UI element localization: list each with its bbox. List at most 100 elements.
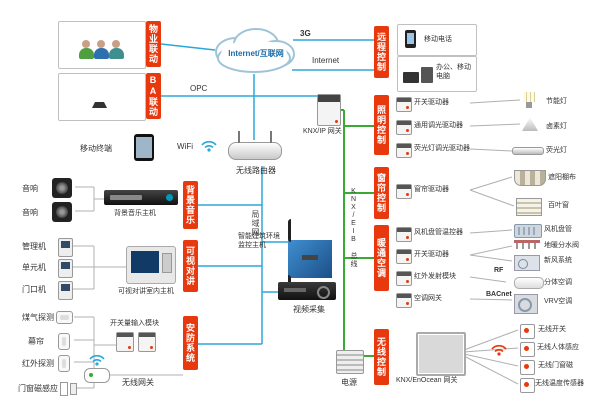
section-label-property: 物业联动 xyxy=(146,21,161,67)
speaker-icon xyxy=(52,202,72,222)
fresh-air-label: 新风系统 xyxy=(544,257,572,264)
office-computer-label: 办公、移动电脑 xyxy=(436,64,471,81)
awning-label: 遮阳棚布 xyxy=(548,174,576,181)
section-label-hvac: 暖通空调 xyxy=(374,225,389,291)
gas-detector-label: 煤气探测 xyxy=(22,313,54,322)
internet-cloud-icon xyxy=(215,28,295,73)
speaker1-label: 音响 xyxy=(22,184,38,193)
video-capture-icon xyxy=(278,282,336,300)
wifi-icon xyxy=(201,140,217,152)
shade-detector-label: 幕帘 xyxy=(28,337,44,346)
office-computer-icon xyxy=(403,65,433,83)
intercom-host-label: 可视对讲室内主机 xyxy=(118,288,174,295)
remote-pc-box: 办公、移动电脑 xyxy=(397,56,477,92)
fan-coil-label: 风机盘管 xyxy=(544,226,572,233)
switch-actuator-label: 开关驱动器 xyxy=(414,99,449,106)
section-label-remote: 远程控制 xyxy=(374,26,389,78)
curtain-actuator-label: 窗帘驱动器 xyxy=(414,186,449,193)
dimmer-actuator-label: 通用调光驱动器 xyxy=(414,122,463,129)
internet-cloud-label: Internet/互联网 xyxy=(228,49,284,58)
wireless-motion-label: 无线人体感应 xyxy=(537,344,579,351)
wifi-label: WiFi xyxy=(177,142,193,151)
bgm-host-icon xyxy=(104,190,178,205)
ir-transmitter-label: 红外发射模块 xyxy=(414,273,456,280)
internet-label: Internet xyxy=(312,56,340,65)
halogen-lamp-label: 卤素灯 xyxy=(546,123,567,130)
switch-actuator-icon xyxy=(396,97,412,112)
mobile-phone-label: 移动电话 xyxy=(424,36,452,43)
section-label-curtain: 窗帘控制 xyxy=(374,167,389,219)
rf-label: RF xyxy=(494,267,504,274)
curtain-actuator-icon xyxy=(396,184,412,199)
fcu-thermostat-icon xyxy=(396,227,412,242)
wireless-gateway-label: 无线网关 xyxy=(122,378,154,387)
awning-icon xyxy=(514,170,546,186)
unit-station-label: 单元机 xyxy=(22,263,46,272)
section-label-intercom: 可视对讲 xyxy=(183,240,198,292)
door-station-label: 门口机 xyxy=(22,285,46,294)
wifi-icon xyxy=(491,344,507,356)
fan-coil-icon xyxy=(514,224,542,238)
wireless-magnet-label: 无线门窗磁 xyxy=(538,362,573,369)
wireless-switch-icon xyxy=(520,324,535,339)
wireless-motion-icon xyxy=(520,342,535,357)
wireless-router-icon xyxy=(228,131,282,160)
hvac-switch-actuator-label: 开关驱动器 xyxy=(414,251,449,258)
power-supply-icon xyxy=(336,350,364,374)
wireless-router-label: 无线路由器 xyxy=(236,166,276,175)
computer-icon xyxy=(85,82,119,110)
knx-ip-gateway-icon xyxy=(317,94,341,126)
opc-label: OPC xyxy=(190,84,208,93)
di-module-icon xyxy=(116,332,134,352)
enocean-gateway-label: KNX/EnOcean 网关 xyxy=(396,377,458,384)
door-station-icon xyxy=(58,281,73,300)
vrv-ac-icon xyxy=(514,294,538,314)
shade-detector-icon xyxy=(58,333,70,350)
wifi-icon xyxy=(89,354,105,366)
cfl-lamp-label: 节能灯 xyxy=(546,98,567,105)
intercom-host-icon xyxy=(126,246,176,284)
gas-detector-icon xyxy=(56,311,73,324)
section-label-ba: BA联动 xyxy=(146,73,161,119)
wireless-magnet-icon xyxy=(520,360,535,375)
split-ac-icon xyxy=(514,277,544,289)
blinds-icon xyxy=(516,198,542,216)
video-capture-label: 视频采集 xyxy=(293,305,325,314)
ac-gateway-label: 空调网关 xyxy=(414,295,442,302)
section-label-lighting: 照明控制 xyxy=(374,95,389,155)
door-magnet-label: 门窗磁感应 xyxy=(18,384,58,393)
mobile-terminal-label: 移动终端 xyxy=(80,144,112,153)
split-ac-label: 分体空调 xyxy=(544,279,572,286)
ir-transmitter-icon xyxy=(396,271,412,286)
door-magnet-icon xyxy=(60,382,77,396)
fluorescent-tube-icon xyxy=(512,147,544,155)
unit-station-icon xyxy=(58,259,73,278)
ac-gateway-icon xyxy=(396,293,412,308)
fresh-air-icon xyxy=(514,255,540,271)
section-label-bgm: 背景音乐 xyxy=(183,181,198,229)
fcu-thermostat-label: 风机盘管温控器 xyxy=(414,229,463,236)
manager-station-label: 管理机 xyxy=(22,242,46,251)
fluorescent-tube-label: 荧光灯 xyxy=(546,147,567,154)
vrv-ac-label: VRV空调 xyxy=(544,298,573,305)
enocean-gateway-icon xyxy=(416,332,466,376)
ir-detector-label: 红外探测 xyxy=(22,359,54,368)
wireless-temp-label: 无线温度传感器 xyxy=(535,380,584,387)
hvac-switch-actuator-icon xyxy=(396,249,412,264)
section-label-security: 安防系统 xyxy=(183,316,198,370)
bgm-host-label: 背景音乐主机 xyxy=(114,210,156,217)
manager-station-icon xyxy=(58,238,73,257)
knx-ip-gateway-label: KNX/IP 网关 xyxy=(303,128,342,135)
ir-detector-icon xyxy=(58,355,70,372)
cfl-lamp-icon xyxy=(522,92,536,108)
blinds-label: 百叶窗 xyxy=(548,202,569,209)
power-label: 电源 xyxy=(341,378,357,387)
wireless-gateway-icon xyxy=(84,368,110,383)
dimmer-actuator-icon xyxy=(396,120,412,135)
knx-bus-label: KNX/EIB 总线 xyxy=(350,188,357,268)
3g-label: 3G xyxy=(300,29,311,38)
section-label-wireless: 无线控制 xyxy=(374,329,389,385)
speaker2-label: 音响 xyxy=(22,208,38,217)
